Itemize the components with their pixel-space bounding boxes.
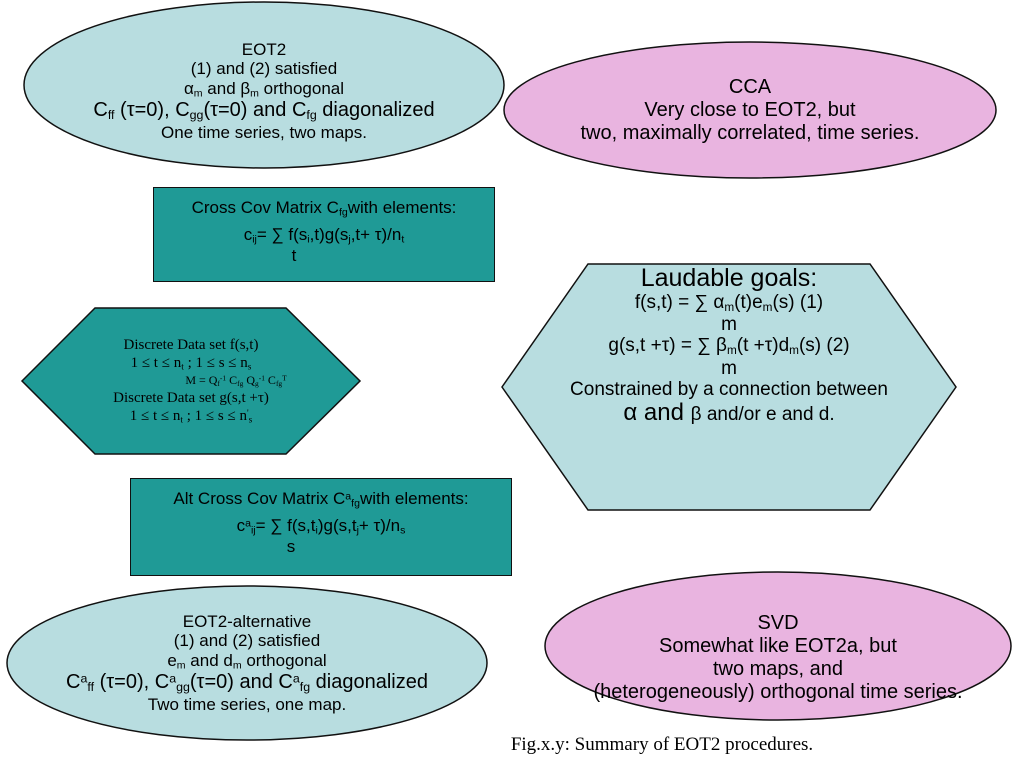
eot2-alt-orthogonal: em and dm orthogonal <box>167 650 327 672</box>
cross-cov-sum-index: t <box>291 245 297 265</box>
cca-line-3: two, maximally correlated, time series. <box>580 121 920 144</box>
laudable-eq2-index: m <box>721 357 737 379</box>
alt-cross-cov-heading: Alt Cross Cov Matrix Cafgwith elements: <box>173 489 469 510</box>
eot2-alternative-ellipse: EOT2-alternative (1) and (2) satisfied e… <box>5 584 489 742</box>
eot2-orthogonal: αm and βm orthogonal <box>183 78 345 100</box>
laudable-eq2: g(s,t +τ) = ∑ βm(t +τ)dm(s) (2) <box>608 335 850 358</box>
svd-line-3: two maps, and <box>712 658 844 680</box>
cross-cov-matrix-box: Cross Cov Matrix Cfgwith elements: cij= … <box>153 187 495 282</box>
laudable-constraint: Constrained by a connection between <box>570 378 888 400</box>
laudable-eq1-index: m <box>721 314 737 336</box>
eot2-diagonalized: Cff (τ=0), Cgg(τ=0) and Cfg diagonalized <box>93 99 435 123</box>
alt-cross-cov-formula: caij= ∑ f(s,ti)g(s,tj+ τ)/ns <box>236 515 406 537</box>
eot2-alt-summary: Two time series, one map. <box>147 694 347 714</box>
cca-line-2: Very close to EOT2, but <box>644 98 856 121</box>
svd-ellipse: SVD Somewhat like EOT2a, but two maps, a… <box>543 570 1013 722</box>
eot2-alt-condition: (1) and (2) satisfied <box>173 631 321 651</box>
svd-title: SVD <box>757 612 799 634</box>
alt-cross-cov-sum-index: s <box>286 536 296 556</box>
discrete-m-formula: M = Qf-1 Cfg Qg-1 CfgT <box>185 373 287 388</box>
discrete-f-range: 1 ≤ t ≤ nt ; 1 ≤ s ≤ ns <box>130 354 252 372</box>
svd-line-2: Somewhat like EOT2a, but <box>659 635 897 657</box>
laudable-eq1: f(s,t) = ∑ αm(t)em(s) (1) <box>634 292 824 314</box>
discrete-f-heading: Discrete Data set f(s,t) <box>123 336 259 353</box>
alt-cross-cov-matrix-box: Alt Cross Cov Matrix Cafgwith elements: … <box>130 478 512 576</box>
eot2-alt-diagonalized: Caff (τ=0), Cagg(τ=0) and Cafg diagonali… <box>66 671 428 695</box>
laudable-goals-hexagon: Laudable goals: f(s,t) = ∑ αm(t)em(s) (1… <box>500 262 958 512</box>
cross-cov-heading: Cross Cov Matrix Cfgwith elements: <box>191 198 457 219</box>
eot2-condition: (1) and (2) satisfied <box>190 59 338 79</box>
eot2-alt-title: EOT2-alternative <box>182 611 312 631</box>
laudable-title: Laudable goals: <box>640 264 818 292</box>
discrete-g-heading: Discrete Data set g(s,t +τ) <box>113 389 269 406</box>
cca-ellipse: CCA Very close to EOT2, but two, maximal… <box>502 40 998 180</box>
discrete-g-range: 1 ≤ t ≤ nt ; 1 ≤ s ≤ n's <box>129 407 253 426</box>
svd-line-4: (heterogeneously) orthogonal time series… <box>593 681 963 703</box>
figure-caption: Fig.x.y: Summary of EOT2 procedures. <box>510 734 814 755</box>
eot2-ellipse: EOT2 (1) and (2) satisfied αm and βm ort… <box>22 0 506 170</box>
cross-cov-formula: cij= ∑ f(si,t)g(sj,t+ τ)/nt <box>243 224 405 246</box>
cca-title: CCA <box>728 75 772 98</box>
laudable-connection: α and β and/or e and d. <box>623 399 835 427</box>
discrete-data-hexagon: Discrete Data set f(s,t) 1 ≤ t ≤ nt ; 1 … <box>20 306 362 456</box>
eot2-summary: One time series, two maps. <box>161 122 367 142</box>
eot2-title: EOT2 <box>241 39 287 59</box>
